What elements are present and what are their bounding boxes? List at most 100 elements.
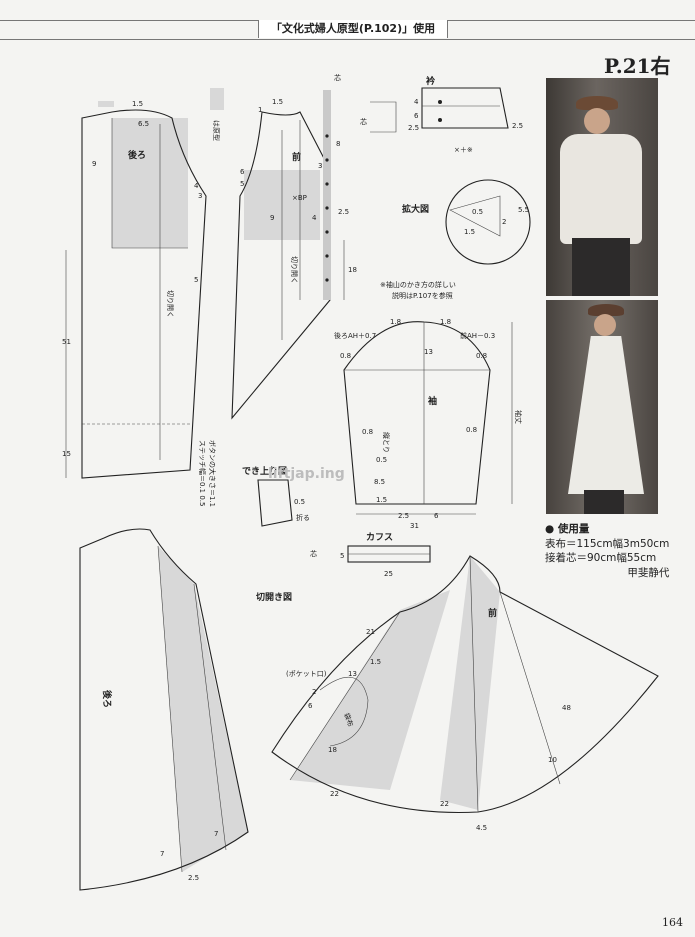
dim-back-51: 51 [62, 338, 71, 346]
front-label: 前 [292, 151, 301, 163]
dim-enl-0-5: 0.5 [472, 208, 483, 216]
front-bp: ×BP [292, 194, 307, 202]
dim-front-4: 4 [312, 214, 317, 222]
back-label: 後ろ [128, 149, 146, 161]
dim-sf-18: 18 [328, 746, 337, 754]
slashed-back: 後ろ 7 7 2.5 [79, 528, 249, 891]
dim-enl-2: 2 [502, 218, 506, 226]
finished-label: でき上り図 [242, 465, 287, 477]
dim-front-1-5: 1.5 [272, 98, 283, 106]
dim-front-2-5: 2.5 [338, 208, 349, 216]
dim-collar-2-5: 2.5 [408, 124, 419, 132]
slashed-front: 前 袋布 (ポケット口) 21 1.5 13 2 6 18 22 22 4.5 … [271, 555, 659, 832]
back-outline [81, 109, 207, 479]
back-kiri-hiraku: 切り開く [166, 290, 174, 318]
dim-sleeve-13: 13 [424, 348, 433, 356]
dim-sb-7: 7 [160, 850, 164, 858]
slashed-back-line-2 [193, 583, 227, 851]
slashed-back-line-1 [157, 545, 183, 873]
dim-sf-2: 2 [312, 688, 316, 696]
collar-draft: 衿 4 6 2.5 2.5 ×＋※ 芯 [360, 75, 523, 154]
collar-outline [421, 87, 509, 129]
dim-front-5: 5 [240, 180, 244, 188]
dim-cuff-25: 25 [384, 570, 393, 578]
finished-fold: 折る [296, 513, 310, 522]
dim-front-9: 9 [270, 214, 274, 222]
sleeve-back-ah: 後ろAH＋0.7 [334, 331, 376, 340]
dim-collar-6: 6 [414, 112, 419, 120]
dim-collar-2-5-b: 2.5 [512, 122, 523, 130]
dim-sleeve-0-5: 0.5 [376, 456, 387, 464]
front-shin: 芯 [334, 73, 341, 82]
slashed-front-shade-1 [290, 590, 450, 790]
genkei-legend-swatch [210, 88, 224, 110]
dim-front-6: 6 [240, 168, 245, 176]
sleeve-label: 袖 [427, 395, 437, 407]
cuff-draft: カフス 25 5 芯 [310, 532, 431, 578]
dim-front-1: 1 [258, 106, 262, 114]
dim-sf-13: 13 [348, 670, 357, 678]
pocket-bag [319, 676, 369, 747]
sleeve-outline [343, 321, 491, 505]
sleeve-note-2: 説明はP.107を参照 [392, 291, 453, 300]
model-photo-top [546, 78, 658, 296]
dim-back-6-5: 6.5 [138, 120, 149, 128]
slashed-front-line-1 [289, 611, 401, 781]
front-bodice-draft: 前 ×BP 1 1.5 6 5 9 4 8 3 2.5 18 切り開く 芯 [231, 73, 357, 420]
page-reference: P.21右 [604, 54, 671, 78]
slashed-front-shade-2 [440, 556, 500, 810]
dim-sb-2-5: 2.5 [188, 874, 199, 882]
enlarged-circle [445, 179, 531, 265]
dim-sf-10: 10 [548, 756, 557, 764]
dim-sf-4-5: 4.5 [476, 824, 487, 832]
materials-interfacing: 接着芯＝90cm幅55cm [545, 552, 657, 564]
front-buttons [325, 134, 329, 282]
dim-back-15: 15 [62, 450, 71, 458]
dim-back-3: 3 [198, 192, 202, 200]
watermark: liftjap.ing [268, 466, 345, 482]
dim-sleeve-2-5: 2.5 [398, 512, 409, 520]
dim-front-8: 8 [336, 140, 340, 148]
materials-block: ● 使用量 表布＝115cm幅3m50cm 接着芯＝90cm幅55cm 甲斐静代 [545, 522, 669, 580]
slashed-front-line-3 [499, 591, 561, 785]
sleeve-length-label: 袖丈 [514, 410, 523, 424]
back-block-shade [112, 118, 188, 248]
button-note-1: ボタンの大きさ＝1.1 [208, 440, 217, 507]
dim-back-5: 5 [194, 276, 198, 284]
genkei-legend-label: は原型 [212, 120, 221, 141]
materials-designer: 甲斐静代 [627, 566, 670, 579]
dim-sleeve-1-8: 1.8 [390, 318, 401, 326]
collar-formula: ×＋※ [454, 146, 473, 154]
slashed-front-label: 前 [488, 607, 497, 619]
front-placket [323, 90, 331, 300]
sleeve-grain: 縦とり [382, 432, 391, 453]
back-bodice-draft: 後ろ 1.5 6.5 9 4 3 5 51 15 切り開く [62, 100, 207, 479]
slashed-front-outline [271, 555, 659, 814]
dim-sleeve-6: 6 [434, 512, 439, 520]
slashed-back-label: 後ろ [101, 690, 113, 708]
dim-sf-48: 48 [562, 704, 571, 712]
dim-finished-0-5: 0.5 [294, 498, 305, 506]
sleeve-front-ah: 前AH－0.3 [460, 331, 495, 340]
dim-sleeve-1-5: 1.5 [376, 496, 387, 504]
back-neck-notch [98, 101, 114, 107]
model-photo-bottom [546, 300, 658, 514]
dim-sleeve-1-8-b: 1.8 [440, 318, 451, 326]
back-block-line [111, 118, 188, 249]
header-title: 「文化式婦人原型(P.102)」使用 [258, 20, 448, 38]
front-kiri-hiraku: 切り開く [290, 256, 298, 284]
pocket-opening-label: (ポケット口) [286, 670, 327, 678]
slashed-back-outline [79, 528, 249, 891]
collar-label: 衿 [426, 75, 435, 87]
dim-back-4: 4 [194, 182, 199, 190]
dim-collar-4: 4 [414, 98, 419, 106]
finished-cuff-sketch [257, 479, 293, 527]
dim-front-18: 18 [348, 266, 357, 274]
materials-fabric: 表布＝115cm幅3m50cm [545, 537, 670, 550]
dim-sf-6: 6 [308, 702, 313, 710]
dim-back-9: 9 [92, 160, 96, 168]
sleeve-note-1: ※袖山のかき方の詳しい [380, 280, 456, 289]
dim-back-1-5: 1.5 [132, 100, 143, 108]
